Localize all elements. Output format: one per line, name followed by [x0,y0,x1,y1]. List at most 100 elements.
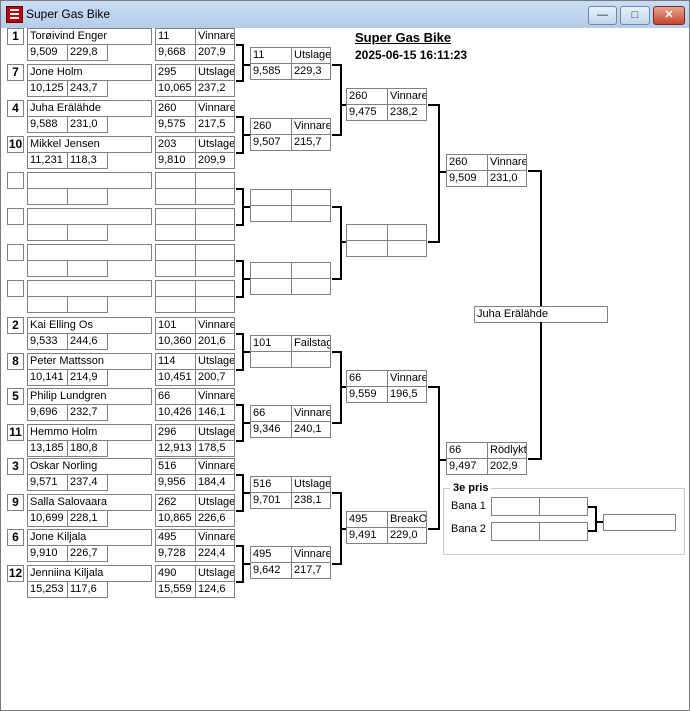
round1-status: Vinnare [195,458,235,475]
round1-number: 114 [155,353,196,370]
round2-status: Vinnare [291,546,331,563]
bracket-line [236,474,242,476]
close-button[interactable]: ✕ [653,6,685,25]
entry-time2: 118,3 [67,152,108,169]
entry-time1: 10,699 [27,510,68,527]
seed-checkbox[interactable] [7,172,24,189]
entry-name[interactable] [27,244,152,261]
round1-time1: 9,575 [155,116,196,133]
round2-time2: 215,7 [291,134,331,151]
round1-number [155,244,196,261]
round1-time2: 178,5 [195,440,235,457]
round1-time2 [195,188,235,205]
round2-time1 [250,205,292,222]
round1-time1 [155,296,196,313]
round2-number [250,262,292,279]
bracket-line [236,510,242,512]
maximize-button[interactable]: □ [620,6,650,25]
third-lane1-b[interactable] [539,497,588,516]
title-bar[interactable]: Super Gas Bike — □ ✕ [1,1,689,28]
third-lane2-b[interactable] [539,522,588,541]
entry-name[interactable] [27,280,152,297]
seed-checkbox[interactable] [7,244,24,261]
bracket-line [340,206,342,280]
round2-status: Vinnare [291,118,331,135]
round1-number: 260 [155,100,196,117]
minimize-button[interactable]: — [588,6,617,25]
maximize-icon: □ [631,9,639,21]
round3-number: 495 [346,511,388,528]
round3-time2 [387,240,427,257]
round1-time2: 209,9 [195,152,235,169]
entry-time2: 117,6 [67,581,108,598]
bracket-line [332,64,340,66]
seed-number: 10 [7,136,24,153]
round4-time1: 9,509 [446,170,488,187]
bracket-line [236,188,242,190]
bracket-line [438,386,440,530]
round3-time1: 9,491 [346,527,388,544]
round1-time1 [155,260,196,277]
round4-status: Vinnare [487,154,527,171]
round2-status: Failstage [291,335,331,352]
bracket-line [242,563,250,565]
round2-number: 11 [250,47,292,64]
round2-time1 [250,351,292,368]
third-place-result[interactable] [603,514,676,531]
round1-status: Utslagen [195,136,235,153]
entry-time1: 9,571 [27,474,68,491]
round1-time2: 224,4 [195,545,235,562]
round2-number: 495 [250,546,292,563]
bracket-line [340,241,346,243]
round2-time1: 9,701 [250,492,292,509]
bracket-line [236,260,242,262]
round1-status: Utslagen [195,424,235,441]
bracket-line [236,224,242,226]
round1-status: Vinnare [195,317,235,334]
entry-name: Kai Elling Os [27,317,152,334]
entry-time2: 214,9 [67,369,108,386]
bracket-line [236,545,242,547]
bracket-line [332,278,340,280]
round2-time2: 238,1 [291,492,331,509]
round1-time1: 9,956 [155,474,196,491]
entry-time1 [27,296,68,313]
round1-number: 262 [155,494,196,511]
round3-status: Vinnare [387,370,427,387]
round1-time2 [195,260,235,277]
entry-time1: 11,231 [27,152,68,169]
entry-time2: 237,4 [67,474,108,491]
round1-time2 [195,224,235,241]
bracket-line [236,440,242,442]
round4-number: 260 [446,154,488,171]
round2-time2 [291,351,331,368]
bracket-line [236,152,242,154]
bracket-line [242,64,250,66]
round1-time2: 184,4 [195,474,235,491]
window-title: Super Gas Bike [26,7,111,21]
seed-checkbox[interactable] [7,208,24,225]
entry-time1 [27,188,68,205]
bracket-line [595,521,603,523]
bracket-line [242,134,250,136]
bracket-line [528,170,540,172]
bracket-line [428,386,438,388]
round2-number: 101 [250,335,292,352]
entry-time2 [67,224,108,241]
round1-time1: 9,810 [155,152,196,169]
seed-checkbox[interactable] [7,280,24,297]
bracket-line [236,333,242,335]
bracket-line [242,422,250,424]
round1-time2: 124,6 [195,581,235,598]
entry-time1: 9,910 [27,545,68,562]
entry-name[interactable] [27,172,152,189]
round2-time1 [250,278,292,295]
entry-name[interactable] [27,208,152,225]
bracket-line [340,104,346,106]
bracket-line [588,506,595,508]
entry-name: Juha Erälähde [27,100,152,117]
bracket-line [236,296,242,298]
round1-time1: 12,913 [155,440,196,457]
bracket-line [242,492,250,494]
entry-name: Jone Holm [27,64,152,81]
